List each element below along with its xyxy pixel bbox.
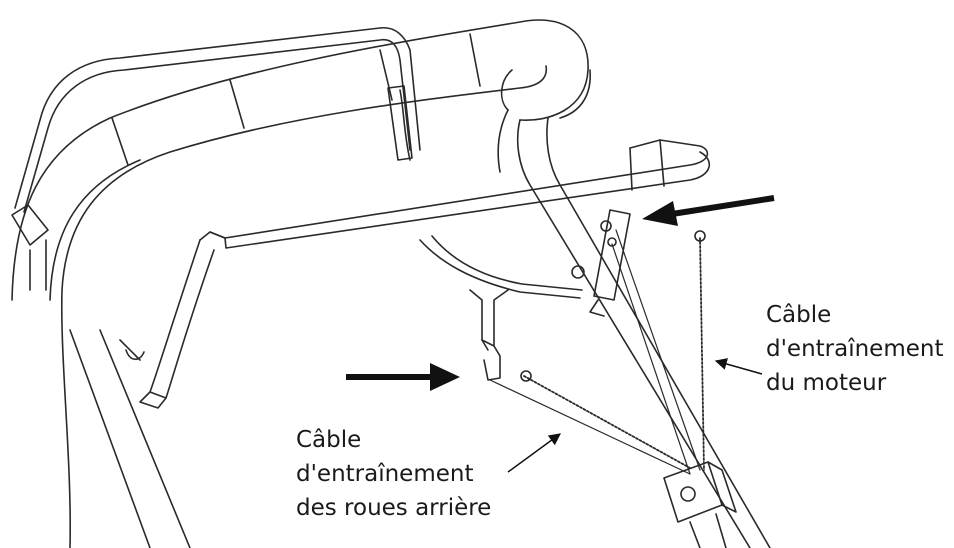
engine-cable-label-line-2: d'entraînement (766, 336, 944, 362)
rear-wheels-cable-label: Câble d'entraînement des roues arrière (296, 423, 491, 525)
arrow-lever-upper (642, 195, 775, 226)
pointer-rear-cable (507, 433, 561, 473)
engine-cable-label-line-3: du moteur (766, 370, 887, 396)
pointer-engine-cable (714, 358, 763, 375)
rear-wheels-cable-label-line-2: d'entraînement (296, 461, 474, 487)
arrow-lever-lower (346, 363, 460, 391)
side-frame (11, 204, 191, 548)
rear-wheels-cable-label-line-3: des roues arrière (296, 495, 492, 521)
engine-cable-label-line-1: Câble (766, 302, 832, 328)
indicator-arrows (346, 195, 775, 473)
rear-wheels-cable-label-line-1: Câble (296, 427, 362, 453)
cable-assembly (489, 209, 737, 548)
control-bail (14, 26, 711, 409)
engine-cable-label: Câble d'entraînement du moteur (766, 298, 944, 400)
